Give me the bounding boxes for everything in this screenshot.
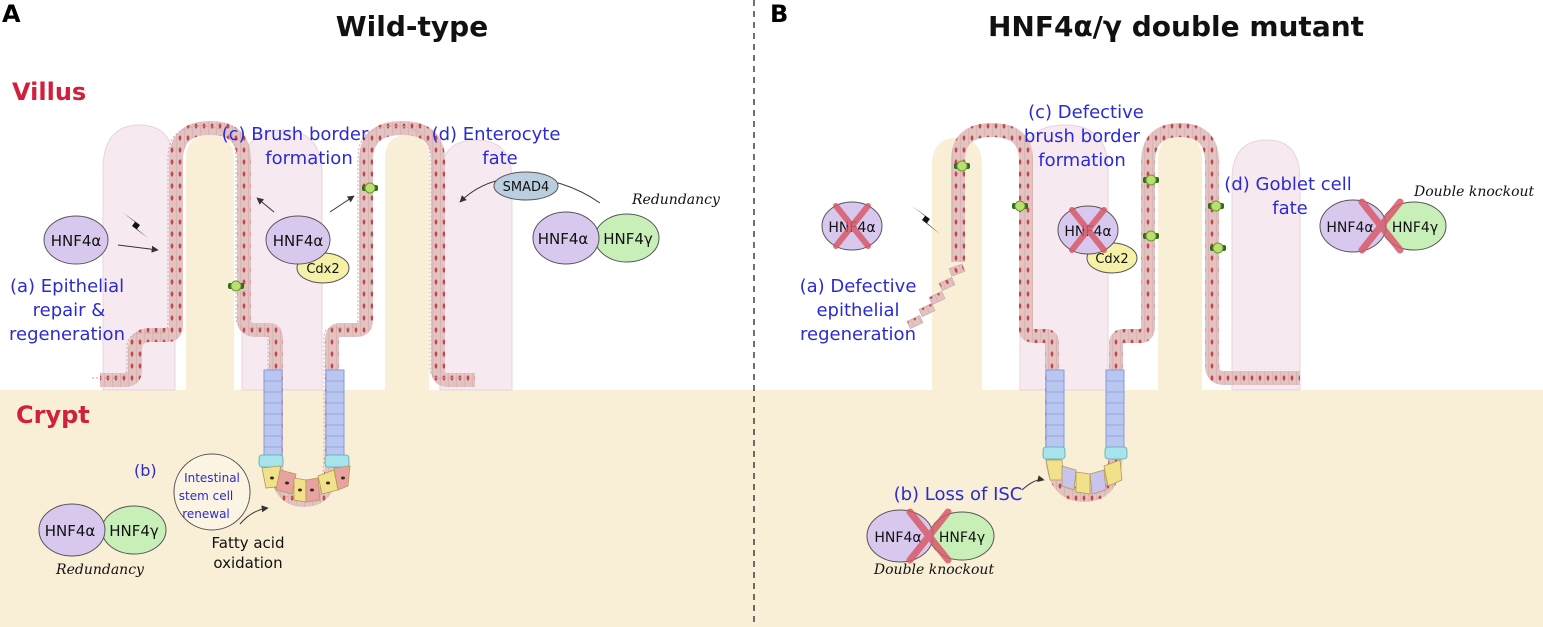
label-b-b: (b) Loss of ISC — [894, 484, 1023, 505]
arrow-to-epithelium — [117, 244, 159, 253]
smad4-protein — [493, 171, 559, 201]
hnf4a-protein-c — [265, 215, 331, 265]
crypt-region-background — [0, 390, 1543, 627]
arrow-isc — [1021, 475, 1045, 491]
panel-a-villus-backgrounds — [102, 124, 513, 391]
label-b-c-line2: brush border — [1024, 126, 1141, 147]
label-b: (b) — [134, 461, 157, 480]
label-a-line2: repair & — [33, 300, 106, 321]
redundancy-label-top: Redundancy — [631, 192, 721, 208]
hnf4a-protein-top-pair — [532, 211, 600, 265]
stem-cell-line3: renewal — [182, 507, 230, 521]
label-b-d-line2: fate — [1272, 198, 1308, 219]
hnf4a-label-top-pair: HNF4α — [538, 230, 589, 248]
lightning-icon-b — [912, 206, 940, 234]
redundancy-label-bottom: Redundancy — [55, 562, 145, 578]
villus-region-label: Villus — [12, 78, 86, 106]
label-a-line3: regeneration — [9, 324, 125, 345]
stem-cell-renewal-circle — [173, 453, 251, 531]
stem-cell-line2: stem cell — [179, 489, 234, 503]
smad4-label: SMAD4 — [503, 180, 550, 195]
panel-a-crypt-cells — [258, 369, 351, 503]
hnf4a-label-ko-top: HNF4α — [1326, 220, 1373, 236]
label-b-a-line2: epithelial — [816, 300, 899, 321]
cdx2-label-a: Cdx2 — [306, 262, 339, 277]
arrow-c-right — [329, 195, 355, 213]
hnf4g-label-bottom: HNF4γ — [109, 522, 159, 540]
panel-b-letter: B — [770, 0, 788, 28]
hnf4a-label-c: HNF4α — [273, 232, 324, 250]
panel-b-villus-core — [932, 135, 1202, 390]
double-knockout-label-bottom: Double knockout — [873, 562, 995, 578]
knockout-cross-d — [1358, 198, 1404, 254]
panel-a-letter: A — [2, 0, 21, 28]
cdx2-label-b: Cdx2 — [1095, 252, 1128, 267]
panel-b-crypt-cells — [1042, 369, 1128, 495]
label-d-line2: fate — [482, 148, 518, 169]
panel-a-villus-core — [186, 135, 429, 390]
panel-b-title: HNF4α/γ double mutant — [988, 10, 1364, 43]
hnf4a-label-a: HNF4α — [51, 232, 102, 250]
crypt-region-label: Crypt — [16, 401, 90, 429]
stem-cell-line1: Intestinal — [184, 471, 240, 485]
double-knockout-label-top: Double knockout — [1413, 184, 1535, 200]
knockout-cross-a — [833, 203, 871, 249]
label-c-line1: (c) Brush border — [222, 124, 369, 145]
label-b-a-line3: regeneration — [800, 324, 916, 345]
hnf4g-label-ko-top: HNF4γ — [1392, 220, 1438, 236]
hnf4a-label-ko-bottom: HNF4α — [874, 530, 921, 546]
label-c-line2: formation — [265, 148, 352, 169]
fatty-acid-line1: Fatty acid — [212, 534, 285, 552]
label-d-line1: (d) Enterocyte — [432, 124, 561, 145]
hnf4a-protein-a — [43, 215, 109, 265]
hnf4a-label-bottom: HNF4α — [45, 522, 96, 540]
panel-a-goblet-cells — [228, 182, 378, 292]
panel-b-damaged-cells — [906, 263, 966, 329]
panel-b-goblet-cells — [954, 160, 1226, 254]
fatty-acid-line2: oxidation — [213, 554, 282, 572]
label-b-d-line1: (d) Goblet cell — [1224, 174, 1351, 195]
arrow-c-left — [256, 197, 275, 213]
label-b-a-line1: (a) Defective — [800, 276, 917, 297]
panel-a-title: Wild-type — [336, 10, 488, 43]
panel-b-villus-backgrounds — [1019, 124, 1301, 391]
knockout-cross-c — [1069, 207, 1107, 253]
lightning-icon — [122, 212, 148, 238]
knockout-cross-b — [906, 508, 952, 564]
panel-a-epithelium — [92, 121, 475, 507]
arrow-stem-to-crypt — [239, 505, 269, 525]
hnf4g-label-ko-bottom: HNF4γ — [939, 530, 985, 546]
hnf4g-label-top-pair: HNF4γ — [603, 230, 653, 248]
label-b-c-line1: (c) Defective — [1028, 102, 1144, 123]
label-b-c-line3: formation — [1038, 150, 1125, 171]
hnf4a-protein-bottom — [38, 503, 106, 557]
label-a-line1: (a) Epithelial — [10, 276, 124, 297]
